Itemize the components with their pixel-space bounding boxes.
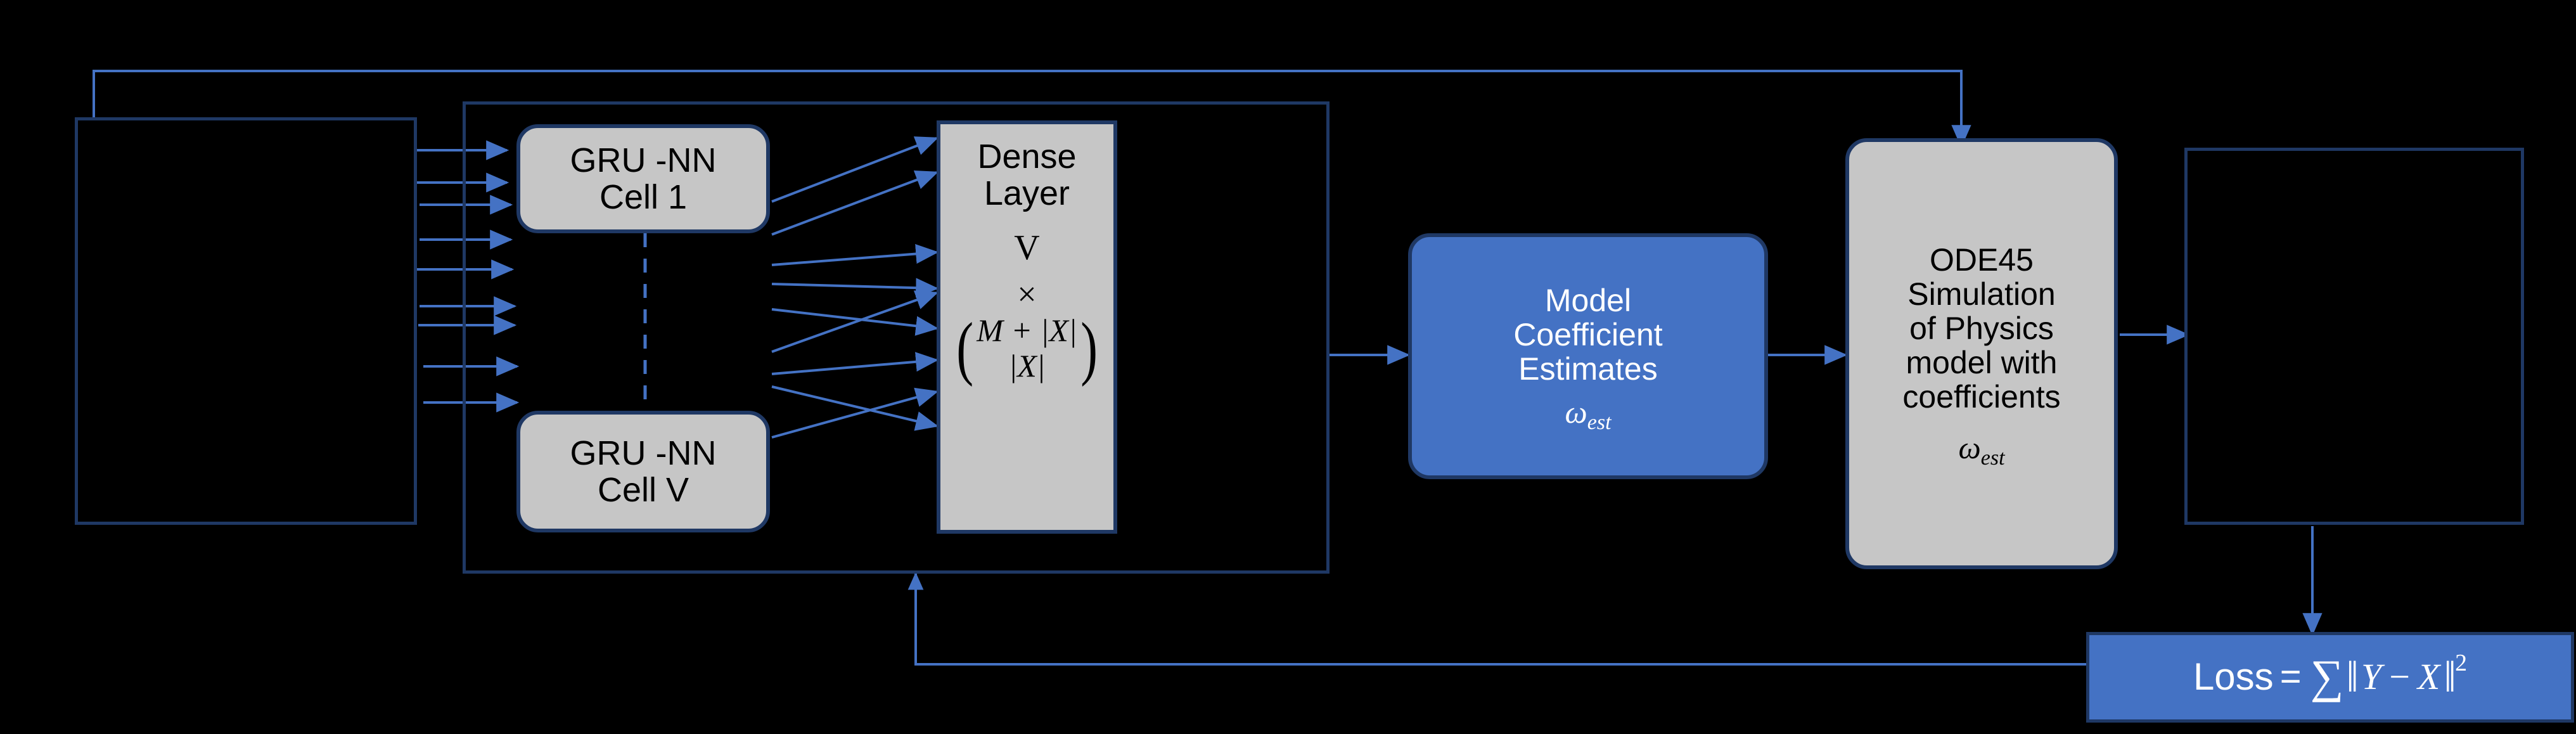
ode45-line2: Simulation — [1907, 276, 2056, 312]
gru-cell-v-node[interactable]: GRU -NN Cell V — [516, 411, 770, 532]
dense-layer-line1: Dense — [977, 138, 1077, 176]
ode45-symbol-group: ωest — [1958, 430, 2004, 470]
ode45-line1: ODE45 — [1930, 242, 2034, 278]
ode45-line5: coefficients — [1902, 379, 2061, 415]
dense-layer-times-symbol: × — [1017, 275, 1037, 314]
binomial-denominator: |X| — [1008, 348, 1046, 384]
omega-symbol-ode45: ω — [1958, 430, 1981, 465]
gru-cell-v-line2: Cell V — [597, 471, 689, 509]
loss-exponent: 2 — [2455, 649, 2468, 676]
summation-symbol: ∑ — [2310, 650, 2344, 703]
loss-node[interactable]: Loss = ∑ ‖ Y − X ‖ 2 — [2086, 632, 2574, 723]
binomial-stack: M + |X| |X| — [977, 312, 1077, 383]
model-coefficient-estimates-node[interactable]: Model Coefficient Estimates ωest — [1408, 233, 1768, 479]
norm-open-bars: ‖ — [2346, 652, 2359, 702]
ode45-line3: of Physics — [1909, 311, 2054, 346]
model-coefficients-line2: Coefficient — [1513, 317, 1663, 352]
model-coefficients-line1: Model — [1544, 283, 1632, 318]
norm-close-bars: ‖ — [2444, 652, 2456, 702]
model-coefficients-line3: Estimates — [1518, 351, 1658, 387]
dense-layer-line2: Layer — [984, 174, 1070, 213]
input-data-box[interactable] — [75, 117, 417, 525]
loss-variable-x: X — [2417, 656, 2440, 698]
ode45-line4: model with — [1906, 345, 2058, 380]
network-container — [463, 101, 1330, 574]
loss-equation: Loss = ∑ ‖ Y − X ‖ 2 — [2193, 649, 2468, 703]
omega-symbol-model: ω — [1565, 394, 1587, 430]
loss-variable-y: Y — [2361, 656, 2382, 698]
loss-minus-sign: − — [2389, 656, 2410, 698]
loss-equals-sign: = — [2279, 656, 2302, 698]
dense-layer-binomial-coefficient: ( M + |X| |X| ) — [953, 312, 1101, 383]
gru-cell-1-line2: Cell 1 — [599, 178, 688, 216]
dense-layer-node[interactable]: Dense Layer V × ( M + |X| |X| ) — [937, 120, 1117, 534]
binomial-left-paren: ( — [956, 309, 974, 388]
gru-cell-1-line1: GRU -NN — [570, 141, 717, 179]
output-data-box[interactable] — [2184, 148, 2524, 525]
omega-subscript-ode45: est — [1980, 446, 2005, 470]
gru-cell-1-node[interactable]: GRU -NN Cell 1 — [516, 124, 770, 233]
omega-subscript-model: est — [1587, 411, 1612, 434]
ode45-simulation-node[interactable]: ODE45 Simulation of Physics model with c… — [1845, 138, 2118, 569]
gru-cell-v-line1: GRU -NN — [570, 434, 717, 472]
binomial-numerator: M + |X| — [977, 312, 1077, 349]
edge-loss-feedback-to-container — [907, 572, 2131, 666]
dense-layer-dim-v: V — [1014, 228, 1040, 267]
binomial-right-paren: ) — [1080, 309, 1098, 388]
model-coefficients-symbol-group: ωest — [1565, 394, 1611, 434]
loss-label: Loss — [2193, 655, 2274, 699]
